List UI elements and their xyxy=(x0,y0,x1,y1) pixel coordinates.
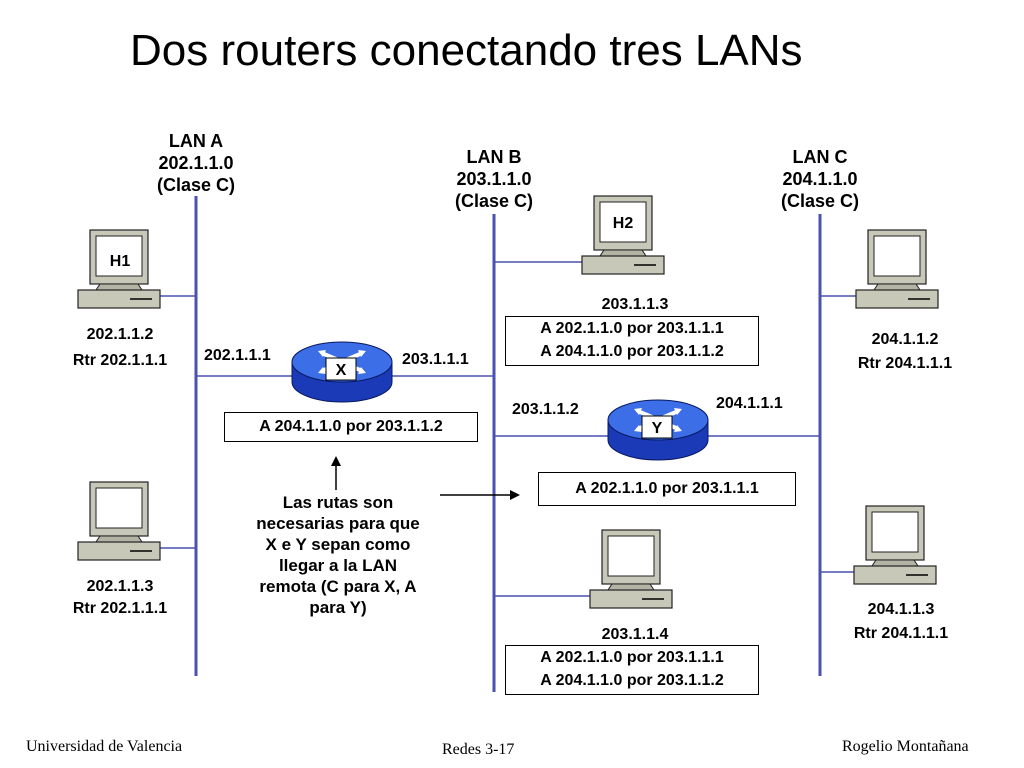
lan-b-name: LAN B xyxy=(466,147,522,167)
h2-route-line-1: A 202.1.1.0 por 203.1.1.1 xyxy=(540,320,724,337)
host-h2-computer-icon xyxy=(581,195,665,275)
host-h1-ip: 202.1.1.2 xyxy=(86,326,154,343)
router-x-right-ip: 203.1.1.1 xyxy=(402,351,469,368)
b4-route-table: A 202.1.1.0 por 203.1.1.1 A 204.1.1.0 po… xyxy=(505,645,759,695)
lan-a-name: LAN A xyxy=(168,131,224,151)
h2-route-line-2: A 204.1.1.0 por 203.1.1.2 xyxy=(540,343,724,360)
footer-right: Rogelio Montañana xyxy=(842,738,969,755)
footer-left: Universidad de Valencia xyxy=(26,738,183,755)
host-c2-computer-icon xyxy=(855,229,939,309)
b4-route-line-2: A 204.1.1.0 por 203.1.1.2 xyxy=(540,672,724,689)
router-y-left-ip: 203.1.1.2 xyxy=(512,401,579,418)
lan-a-network: 202.1.1.0 xyxy=(158,153,234,173)
slide-title: Dos routers conectando tres LANs xyxy=(130,26,803,75)
host-a2-router: Rtr 202.1.1.1 xyxy=(72,600,168,617)
routes-note: Las rutas son necesarias para que X e Y … xyxy=(256,493,420,617)
host-b4-computer-icon xyxy=(589,529,673,609)
router-x-route-table: A 204.1.1.0 por 203.1.1.2 xyxy=(224,412,478,442)
host-c2-ip: 204.1.1.2 xyxy=(871,331,939,348)
router-x-left-ip: 202.1.1.1 xyxy=(204,347,271,364)
arrow-right-icon xyxy=(510,490,520,500)
host-h2-ip: 203.1.1.3 xyxy=(601,296,669,313)
lan-b-class: (Clase C) xyxy=(454,191,534,211)
lan-c-label: LAN C 204.1.1.0 (Clase C) xyxy=(750,146,890,212)
router-x-label: X xyxy=(336,362,347,379)
lan-b-network: 203.1.1.0 xyxy=(456,169,532,189)
host-b4-ip: 203.1.1.4 xyxy=(601,626,669,643)
host-c3-address: 204.1.1.3 Rtr 204.1.1.1 xyxy=(826,600,976,644)
host-c3-router: Rtr 204.1.1.1 xyxy=(853,625,949,642)
arrow-up-icon xyxy=(331,456,341,466)
host-h1-router: Rtr 202.1.1.1 xyxy=(72,352,168,369)
host-h1-address: 202.1.1.2 Rtr 202.1.1.1 xyxy=(50,325,190,371)
b4-route-line-1: A 202.1.1.0 por 203.1.1.1 xyxy=(540,649,724,666)
host-a2-address: 202.1.1.3 Rtr 202.1.1.1 xyxy=(50,577,190,619)
lan-a-label: LAN A 202.1.1.0 (Clase C) xyxy=(126,130,266,196)
host-h1-label: H1 xyxy=(110,253,131,270)
host-c2-router: Rtr 204.1.1.1 xyxy=(857,355,953,372)
lan-c-name: LAN C xyxy=(792,147,848,167)
footer-center: Redes 3-17 xyxy=(442,741,515,758)
lan-a-class: (Clase C) xyxy=(156,175,236,195)
host-a2-ip: 202.1.1.3 xyxy=(86,578,154,595)
host-h2-label: H2 xyxy=(613,215,634,232)
h2-route-table: A 202.1.1.0 por 203.1.1.1 A 204.1.1.0 po… xyxy=(505,316,759,366)
lan-b-label: LAN B 203.1.1.0 (Clase C) xyxy=(424,146,564,212)
host-c3-computer-icon xyxy=(853,505,937,585)
router-y-right-ip: 204.1.1.1 xyxy=(716,395,783,412)
host-c2-address: 204.1.1.2 Rtr 204.1.1.1 xyxy=(830,330,980,374)
lan-c-class: (Clase C) xyxy=(780,191,860,211)
host-c3-ip: 204.1.1.3 xyxy=(867,601,935,618)
router-y-label: Y xyxy=(652,420,663,437)
lan-c-network: 204.1.1.0 xyxy=(782,169,858,189)
host-a2-computer-icon xyxy=(77,481,161,561)
router-y-route-table: A 202.1.1.0 por 203.1.1.1 xyxy=(538,472,796,506)
